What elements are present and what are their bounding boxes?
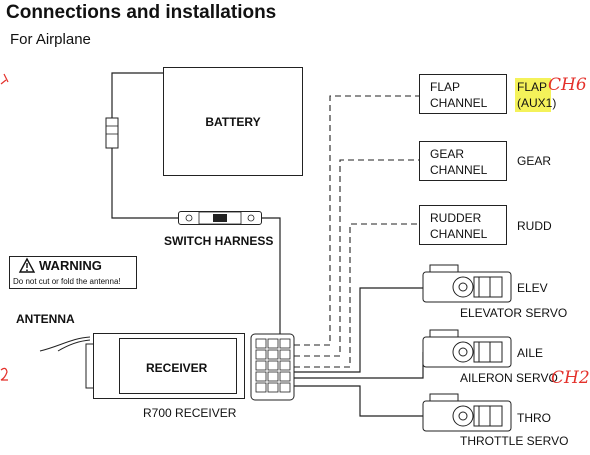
elev-servo-drawing bbox=[422, 264, 512, 303]
gear-channel-line2: CHANNEL bbox=[430, 163, 488, 177]
warning-icon bbox=[18, 257, 36, 273]
gear-lead bbox=[294, 159, 419, 357]
receiver-box: RECEIVER bbox=[93, 333, 245, 399]
flap-ch-annotation: CH6 bbox=[548, 75, 587, 95]
gear-channel-box: GEAR CHANNEL bbox=[419, 141, 507, 181]
gear-name: GEAR bbox=[517, 154, 552, 168]
rudder-channel-line2: CHANNEL bbox=[430, 227, 488, 241]
receiver-model: R700 RECEIVER bbox=[143, 406, 237, 420]
flap-channel-line2: CHANNEL bbox=[430, 96, 488, 110]
elev-name: ELEV bbox=[517, 281, 548, 295]
thro-servo-drawing bbox=[422, 393, 512, 432]
rudder-lead bbox=[294, 223, 419, 368]
warning-text: Do not cut or fold the antenna! bbox=[13, 277, 121, 286]
rudd-name: RUDD bbox=[517, 219, 552, 233]
elev-caption: ELEVATOR SERVO bbox=[460, 306, 568, 320]
aile-caption: AILERON SERVO bbox=[460, 371, 558, 385]
flap-channel-box: FLAP CHANNEL bbox=[419, 74, 507, 114]
flap-channel-line1: FLAP bbox=[430, 80, 461, 94]
switch-harness-label: SWITCH HARNESS bbox=[164, 234, 274, 248]
antenna-wire bbox=[39, 336, 91, 352]
battery-connector bbox=[105, 117, 119, 149]
flap-name-line1: FLAP bbox=[517, 80, 548, 94]
page-subtitle: For Airplane bbox=[10, 31, 91, 48]
warning-box: WARNING Do not cut or fold the antenna! bbox=[9, 256, 137, 289]
warning-title: WARNING bbox=[39, 258, 102, 273]
aile-name: AILE bbox=[517, 346, 544, 360]
flap-name-line2: (AUX1) bbox=[517, 96, 557, 110]
thro-caption: THROTTLE SERVO bbox=[460, 434, 569, 448]
battery-lead-wire bbox=[111, 72, 163, 118]
switch-harness-body bbox=[178, 211, 262, 225]
aile-servo-drawing bbox=[422, 329, 512, 368]
switch-output-wire bbox=[262, 217, 281, 338]
receiver-label: RECEIVER bbox=[146, 361, 208, 375]
aile-lead bbox=[294, 352, 424, 379]
gear-channel-line1: GEAR bbox=[430, 147, 465, 161]
antenna-label: ANTENNA bbox=[16, 312, 75, 326]
page-title: Connections and installations bbox=[6, 2, 277, 23]
thro-lead bbox=[294, 385, 423, 417]
rudder-channel-line1: RUDDER bbox=[430, 211, 482, 225]
aile-ch-annotation: CH2 bbox=[551, 368, 590, 388]
elev-lead bbox=[294, 287, 423, 373]
battery-label: BATTERY bbox=[205, 115, 261, 129]
battery-box: BATTERY bbox=[163, 67, 303, 176]
flap-highlight bbox=[515, 78, 551, 112]
flap-lead bbox=[294, 95, 419, 346]
rudder-channel-box: RUDDER CHANNEL bbox=[419, 205, 507, 245]
thro-name: THRO bbox=[517, 411, 551, 425]
switch-input-wire bbox=[111, 148, 178, 219]
